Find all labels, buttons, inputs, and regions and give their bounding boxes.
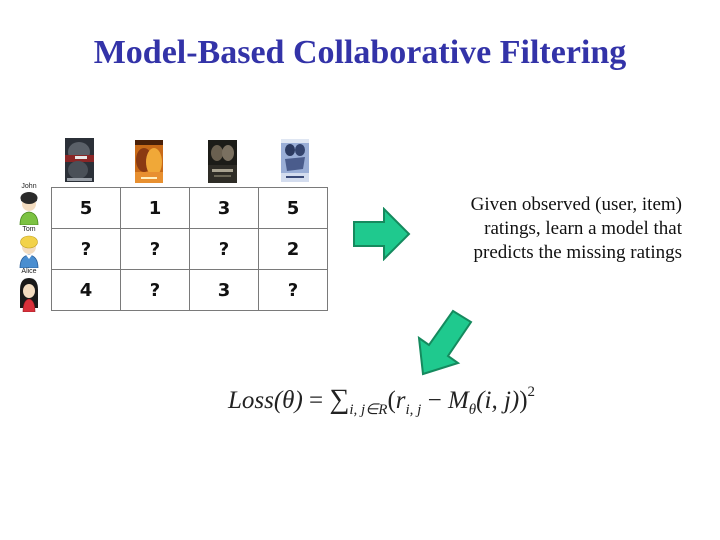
- user-avatar-icon: [20, 278, 38, 312]
- user-alice: Alice: [14, 268, 44, 312]
- formula-M-subscript: θ: [468, 402, 477, 418]
- rating-cell: 2: [258, 228, 328, 270]
- formula-sigma: ∑: [329, 384, 350, 415]
- formula-equals: =: [309, 387, 324, 414]
- user-name: Tom: [22, 226, 36, 233]
- formula-sum-subscript: i, j∈R: [349, 402, 388, 418]
- movie-poster-2-image: [135, 140, 163, 183]
- description-text: Given observed (user, item) ratings, lea…: [410, 193, 682, 265]
- rating-cell: 5: [51, 187, 121, 229]
- formula-lhs: Loss(θ): [228, 387, 303, 414]
- rating-cell: ?: [258, 269, 328, 311]
- rating-cell: 4: [51, 269, 121, 311]
- formula-r: r: [395, 387, 406, 414]
- user-name: John: [21, 183, 37, 190]
- rating-cell: 3: [189, 269, 259, 311]
- table-row-alice: 4 ? 3 ?: [51, 269, 328, 311]
- slide-title: Model-Based Collaborative Filtering: [93, 34, 627, 71]
- formula-exponent: 2: [527, 384, 536, 400]
- ratings-matrix: 5 1 3 5 ? ? ? 2 4 ? 3 ?: [51, 187, 328, 311]
- description-line: Given observed (user, item): [470, 194, 682, 215]
- movie-poster-1: [65, 138, 94, 182]
- movie-poster-4-image: [281, 139, 309, 182]
- user-avatar-icon: [19, 235, 39, 268]
- rating-cell: ?: [120, 269, 190, 311]
- rating-cell: ?: [120, 228, 190, 270]
- description-line: ratings, learn a model that: [484, 218, 682, 239]
- description-line: predicts the missing ratings: [473, 242, 682, 263]
- table-row-tom: ? ? ? 2: [51, 228, 328, 270]
- formula-open-paren: (: [387, 387, 396, 414]
- formula-close-paren: ): [519, 387, 528, 414]
- movie-poster-4: [281, 139, 310, 183]
- user-john: John: [14, 183, 44, 227]
- movie-poster-1-image: [65, 138, 94, 182]
- formula-args: (i, j): [476, 387, 520, 414]
- formula-r-subscript: i, j: [405, 402, 422, 418]
- movie-poster-3: [208, 140, 237, 184]
- arrow-down-left-icon: [417, 309, 473, 376]
- table-row-john: 5 1 3 5: [51, 187, 328, 229]
- formula-minus: −: [427, 387, 442, 414]
- loss-formula: Loss(θ) = ∑i, j∈R(ri, j − Mθ(i, j))2: [228, 384, 535, 419]
- rating-cell: 5: [258, 187, 328, 229]
- rating-cell: 3: [189, 187, 259, 229]
- rating-cell: 1: [120, 187, 190, 229]
- user-name: Alice: [21, 268, 37, 275]
- user-tom: Tom: [14, 226, 44, 270]
- formula-M: M: [447, 387, 469, 414]
- rating-cell: ?: [189, 228, 259, 270]
- arrow-right-icon: [353, 207, 411, 261]
- rating-cell: ?: [51, 228, 121, 270]
- movie-poster-3-image: [208, 140, 237, 183]
- user-avatar-icon: [19, 192, 39, 225]
- movie-poster-2: [135, 140, 164, 184]
